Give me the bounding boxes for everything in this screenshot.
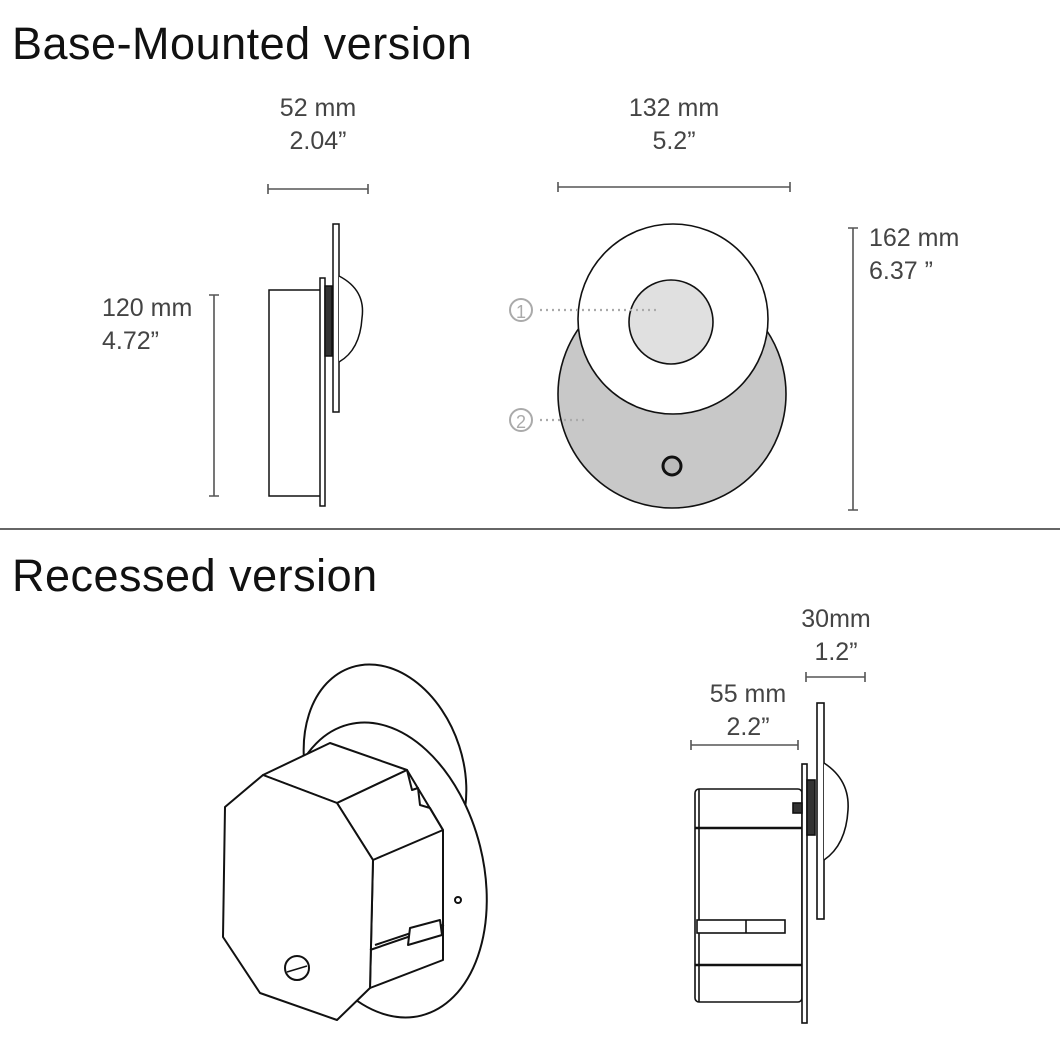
front-height-dimension-line xyxy=(848,227,858,511)
cable-hole-icon xyxy=(284,955,310,981)
front-depth-dimension-line xyxy=(805,672,866,682)
side-height-dimension-line xyxy=(209,294,219,497)
callout-2-label: 2 xyxy=(516,412,526,432)
recessed-title: Recessed version xyxy=(12,550,378,601)
depth-in: 2.04” xyxy=(289,127,347,155)
side-height-dimension-label: 120 mm 4.72” xyxy=(102,292,192,358)
width-mm: 132 mm xyxy=(628,94,720,122)
dimension-lines xyxy=(209,182,866,750)
callout-1-icon xyxy=(509,298,533,322)
width-dimension-label: 132 mm 5.2” xyxy=(624,92,724,158)
front-height-mm: 162 mm xyxy=(869,224,960,252)
recessed-side-view xyxy=(694,702,849,1024)
depth-mm: 52 mm xyxy=(279,94,357,122)
front-depth-dimension-label: 30mm 1.2” xyxy=(786,603,886,669)
base-mounted-title: Base-Mounted version xyxy=(12,18,473,69)
sensor-lens xyxy=(628,279,714,365)
width-in: 5.2” xyxy=(652,127,696,155)
box-depth-in: 2.2” xyxy=(726,713,770,741)
knob-icon xyxy=(661,455,683,477)
box-depth-dimension-line xyxy=(690,740,799,750)
box-front-face xyxy=(222,774,374,1021)
base-mounted-side-view xyxy=(268,223,364,507)
side-height-in: 4.72” xyxy=(102,327,159,355)
front-height-in: 6.37 ” xyxy=(869,257,933,285)
callout-1-label: 1 xyxy=(516,302,526,322)
recessed-isometric-view xyxy=(222,663,488,1021)
box-depth-mm: 55 mm xyxy=(709,680,787,708)
callout-2-icon xyxy=(509,408,533,432)
depth-dimension-line xyxy=(267,184,369,194)
width-dimension-line xyxy=(557,182,791,192)
front-height-dimension-label: 162 mm 6.37 ” xyxy=(869,222,959,288)
depth-dimension-label: 52 mm 2.04” xyxy=(268,92,368,158)
front-depth-mm: 30mm xyxy=(801,605,871,633)
side-height-mm: 120 mm xyxy=(102,294,193,322)
front-depth-in: 1.2” xyxy=(814,638,858,666)
box-depth-dimension-label: 55 mm 2.2” xyxy=(698,678,798,744)
base-mounted-front-view xyxy=(557,223,787,509)
callouts xyxy=(509,298,658,432)
